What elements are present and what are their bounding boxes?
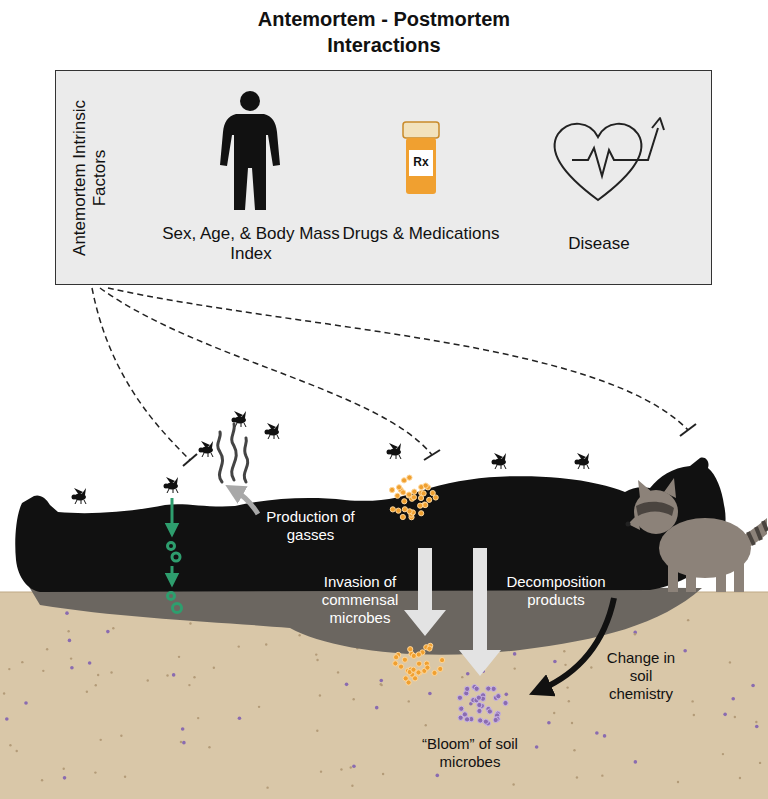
factor-item: Sex, Age, & Body Mass Index bbox=[156, 221, 346, 268]
gas-wisps bbox=[218, 424, 248, 482]
process-label: Production of gasses bbox=[263, 508, 358, 544]
inhibitor-lines bbox=[92, 288, 688, 460]
inhibitor-bars bbox=[183, 424, 696, 466]
flies bbox=[72, 411, 590, 504]
process-label: Decomposition products bbox=[500, 573, 612, 609]
green-seep bbox=[168, 498, 182, 613]
pill-bottle-icon bbox=[403, 122, 439, 194]
rx-mark: Rx bbox=[403, 155, 439, 169]
factor-item: Disease bbox=[539, 231, 659, 257]
commensal-microbes bbox=[389, 475, 438, 520]
gas-arrow bbox=[234, 490, 258, 514]
heart-icon bbox=[555, 118, 664, 200]
factor-label: Disease bbox=[539, 234, 659, 254]
process-label: Change in soil chemistry bbox=[600, 648, 682, 704]
invasion-arrow bbox=[404, 548, 446, 636]
factor-panel bbox=[55, 70, 712, 285]
soil-microbe-bloom bbox=[457, 684, 508, 725]
body-silhouette bbox=[15, 458, 725, 592]
process-label: Invasion of commensal microbes bbox=[308, 573, 412, 627]
factor-label: Drugs & Medications bbox=[341, 224, 501, 244]
process-label: “Bloom” of soil microbes bbox=[410, 734, 530, 772]
raccoon bbox=[626, 478, 768, 592]
box-heading: Antemortem Intrinsic Factors bbox=[70, 93, 111, 263]
factor-item: Drugs & Medications bbox=[341, 221, 501, 247]
diagram-title: Antemortem - Postmortem Interactions bbox=[234, 6, 534, 58]
factor-label: Sex, Age, & Body Mass Index bbox=[156, 224, 346, 265]
decomposition-arrow bbox=[459, 548, 501, 676]
invading-microbes bbox=[393, 643, 445, 685]
factor-box: Antemortem Intrinsic FactorsSex, Age, & … bbox=[55, 70, 712, 285]
person-icon bbox=[220, 91, 280, 210]
